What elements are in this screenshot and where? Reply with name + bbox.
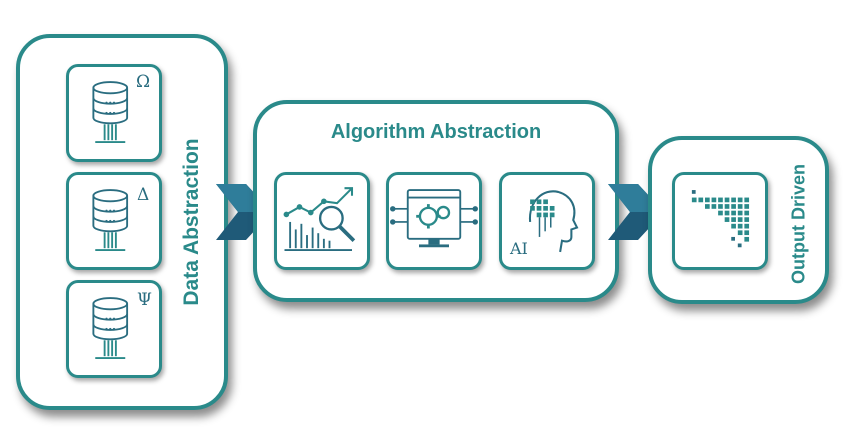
data-source-card-psi bbox=[66, 280, 162, 378]
analytics-card bbox=[274, 172, 370, 270]
database-icon bbox=[92, 297, 129, 359]
ai-head-card: AI bbox=[499, 172, 595, 270]
database-icon bbox=[92, 81, 129, 143]
monitor-gears-card bbox=[386, 172, 482, 270]
database-icon bbox=[92, 189, 129, 251]
delta-symbol: Δ bbox=[137, 185, 150, 205]
data-abstraction-title: Data Abstraction bbox=[180, 138, 203, 306]
data-source-card-delta bbox=[66, 172, 162, 270]
psi-symbol: Ψ bbox=[137, 290, 152, 310]
omega-symbol: Ω bbox=[136, 72, 151, 92]
output-card bbox=[672, 172, 768, 270]
output-driven-title: Output Driven bbox=[788, 164, 809, 284]
data-source-card-omega bbox=[66, 64, 162, 162]
ai-label: AI bbox=[510, 239, 528, 258]
monitor-gears-icon bbox=[390, 189, 478, 248]
analytics-chart-icon bbox=[283, 187, 356, 251]
algorithm-abstraction-title: Algorithm Abstraction bbox=[330, 121, 542, 143]
pixel-triangle-icon bbox=[691, 190, 750, 248]
ai-head-icon bbox=[529, 190, 579, 253]
